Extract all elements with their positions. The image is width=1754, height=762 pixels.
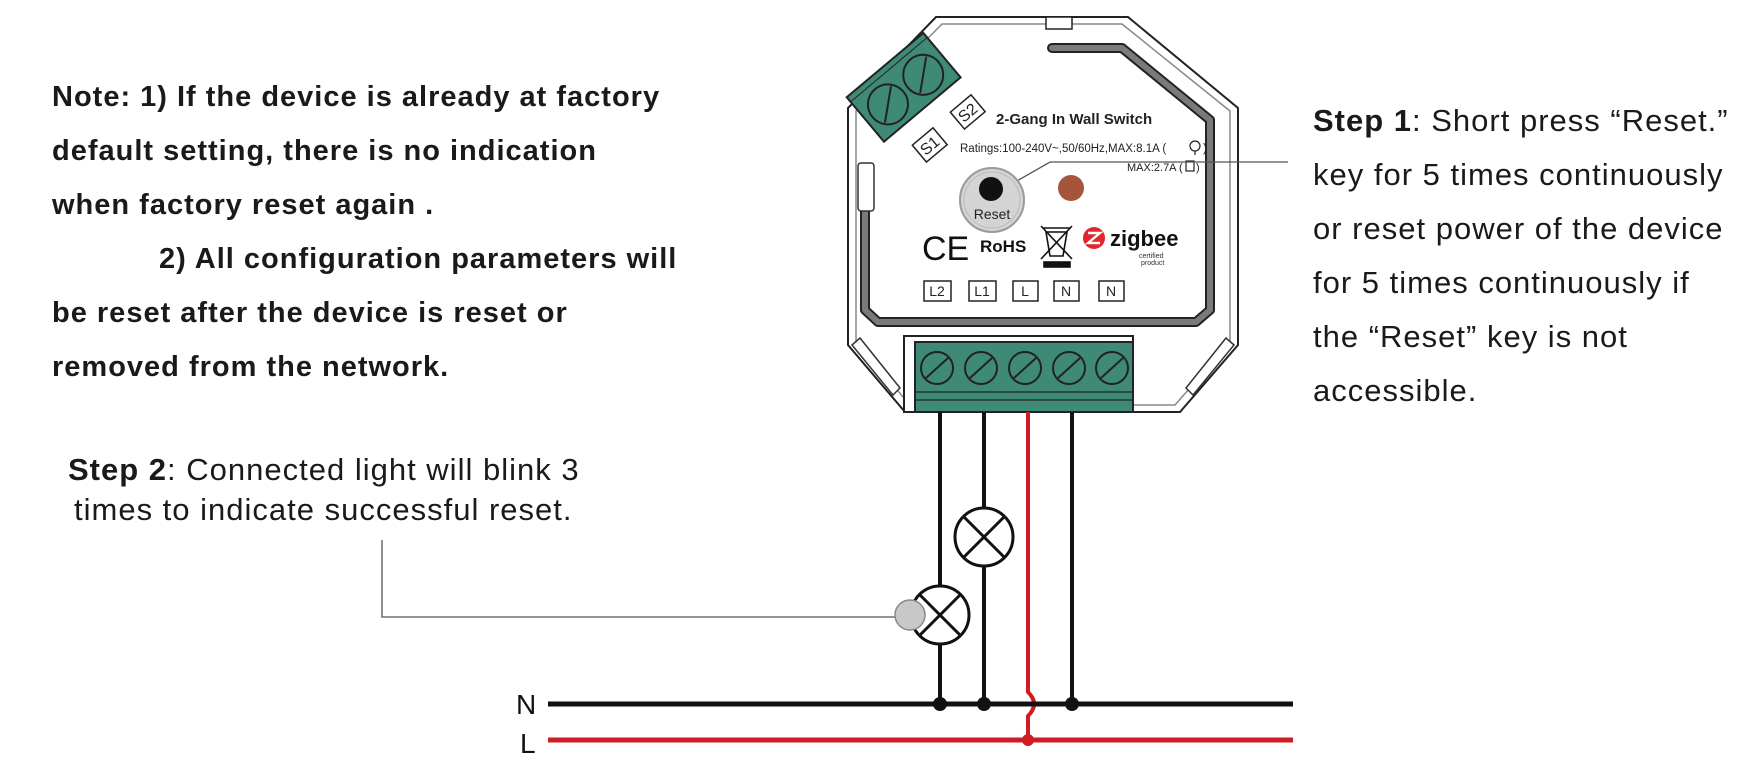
svg-text:N: N [1061, 283, 1071, 299]
step-2-label: Step 2 [68, 452, 168, 487]
switch-input-terminal-block [845, 31, 963, 144]
note-line: default setting, there is no indication [52, 135, 597, 167]
reset-button[interactable]: Reset [959, 167, 1025, 233]
ratings-close: ) [1203, 143, 1207, 155]
junction-dot [933, 697, 947, 711]
terminal-label-n1: N [1053, 280, 1080, 302]
junction-dot [1022, 734, 1034, 746]
terminal-label-n2: N [1098, 280, 1125, 302]
neutral-line-label: N [516, 689, 536, 720]
step-1-text: the “Reset” key is not [1313, 319, 1628, 354]
blink-indicator-dot [894, 599, 926, 631]
terminal-label-l1: L1 [968, 280, 997, 302]
step-1-text: key for 5 times continuously [1313, 157, 1724, 192]
step-1-text: for 5 times continuously if [1313, 265, 1690, 300]
status-led [1058, 175, 1084, 201]
note-line: 2) All configuration parameters will [159, 243, 678, 275]
step-2-instructions: Step 2: Connected light will blink 3 tim… [68, 450, 688, 530]
svg-text:product: product [1141, 260, 1164, 267]
step-1-label: Step 1 [1313, 103, 1413, 138]
weee-bin-icon [1040, 225, 1073, 268]
svg-text:L: L [1021, 283, 1029, 299]
step-2-text: times to indicate successful reset. [74, 492, 573, 527]
device-max-rating: MAX:2.7A ( [1127, 162, 1183, 174]
svg-text:L1: L1 [974, 283, 990, 299]
terminal-label-l2: L2 [923, 280, 952, 302]
ce-mark: CE [922, 230, 969, 268]
motor-icon [1185, 160, 1195, 172]
step-2-text: : Connected light will blink 3 [167, 452, 580, 487]
junction-dot [977, 697, 991, 711]
wires [938, 412, 1074, 740]
device-ratings: Ratings:100-240V~,50/60Hz,MAX:8.1A ( [960, 143, 1166, 155]
step-1-text: : Short press “Reset.” [1412, 103, 1729, 138]
step-1-text: accessible. [1313, 373, 1478, 408]
output-terminal-block [903, 335, 1134, 413]
label-s1: S1 [911, 126, 949, 164]
live-line-label: L [520, 728, 536, 759]
junction-dot [1065, 697, 1079, 711]
bulb-icon [1189, 140, 1201, 155]
label-s2: S2 [949, 93, 987, 131]
step-1-text: or reset power of the device [1313, 211, 1724, 246]
lamp-1-icon [953, 506, 1015, 568]
device-title: 2-Gang In Wall Switch [996, 111, 1152, 128]
svg-text:N: N [1106, 283, 1116, 299]
side-slot [857, 162, 875, 212]
note-line: removed from the network. [52, 351, 450, 383]
svg-text:L2: L2 [929, 283, 945, 299]
terminal-label-l: L [1012, 280, 1039, 302]
step-1-callout-line [1009, 161, 1288, 186]
svg-text:certified: certified [1139, 253, 1164, 260]
step-1-instructions: Step 1: Short press “Reset.” key for 5 t… [1313, 94, 1753, 418]
rohs-mark: RoHS [980, 237, 1026, 256]
reset-label: Reset [974, 206, 1011, 222]
note-line: Note: 1) If the device is already at fac… [52, 81, 661, 113]
max-close: ) [1196, 162, 1200, 174]
zigbee-logo: zigbee certified product [1083, 226, 1178, 267]
note-line: when factory reset again . [52, 189, 435, 221]
factory-reset-note: Note: 1) If the device is already at fac… [52, 70, 752, 394]
device-body [847, 16, 1239, 413]
step-2-callout-line [381, 540, 897, 618]
svg-text:zigbee: zigbee [1110, 226, 1178, 251]
note-line: be reset after the device is reset or [52, 297, 568, 329]
